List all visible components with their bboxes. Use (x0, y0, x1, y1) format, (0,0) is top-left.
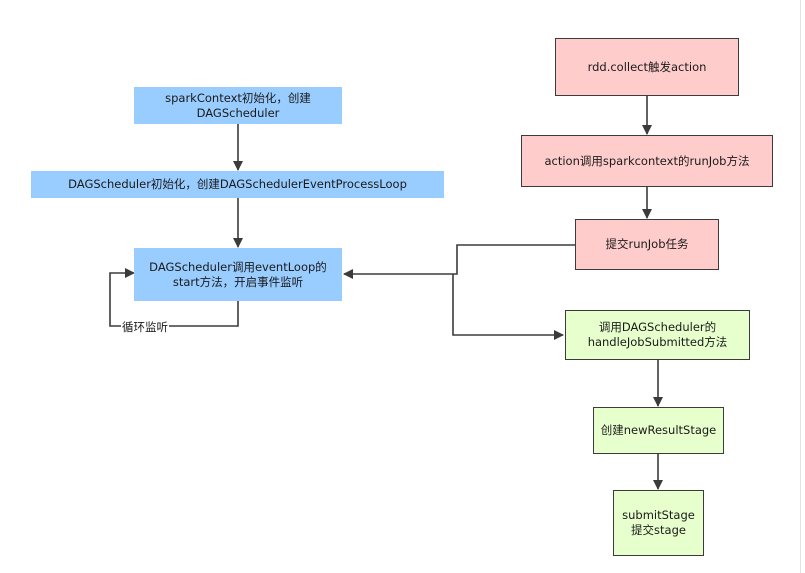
loop-arrow (109, 268, 239, 327)
node-dagscheduler-init: DAGScheduler初始化，创建DAGSchedulerEventProce… (31, 171, 444, 198)
node-new-result-stage: 创建newResultStage (593, 407, 724, 454)
node-submit-runjob: 提交runJob任务 (575, 219, 719, 270)
node-handle-job-submitted: 调用DAGScheduler的 handleJobSubmitted方法 (565, 310, 750, 360)
node-submit-stage: submitStage 提交stage (613, 490, 704, 556)
node-spark-context-init: sparkContext初始化，创建 DAGScheduler (134, 87, 342, 124)
node-action-runjob: action调用sparkcontext的runJob方法 (521, 135, 773, 187)
arrow-submit-to-event-loop (343, 244, 575, 279)
loop-label: 循环监听 (121, 320, 169, 334)
arrow-to-handle-job-submitted (452, 274, 564, 340)
canvas-right-border (800, 0, 801, 573)
node-event-loop-start: DAGScheduler调用eventLoop的 start方法，开启事件监听 (134, 248, 342, 301)
node-rdd-collect: rdd.collect触发action (555, 38, 739, 96)
